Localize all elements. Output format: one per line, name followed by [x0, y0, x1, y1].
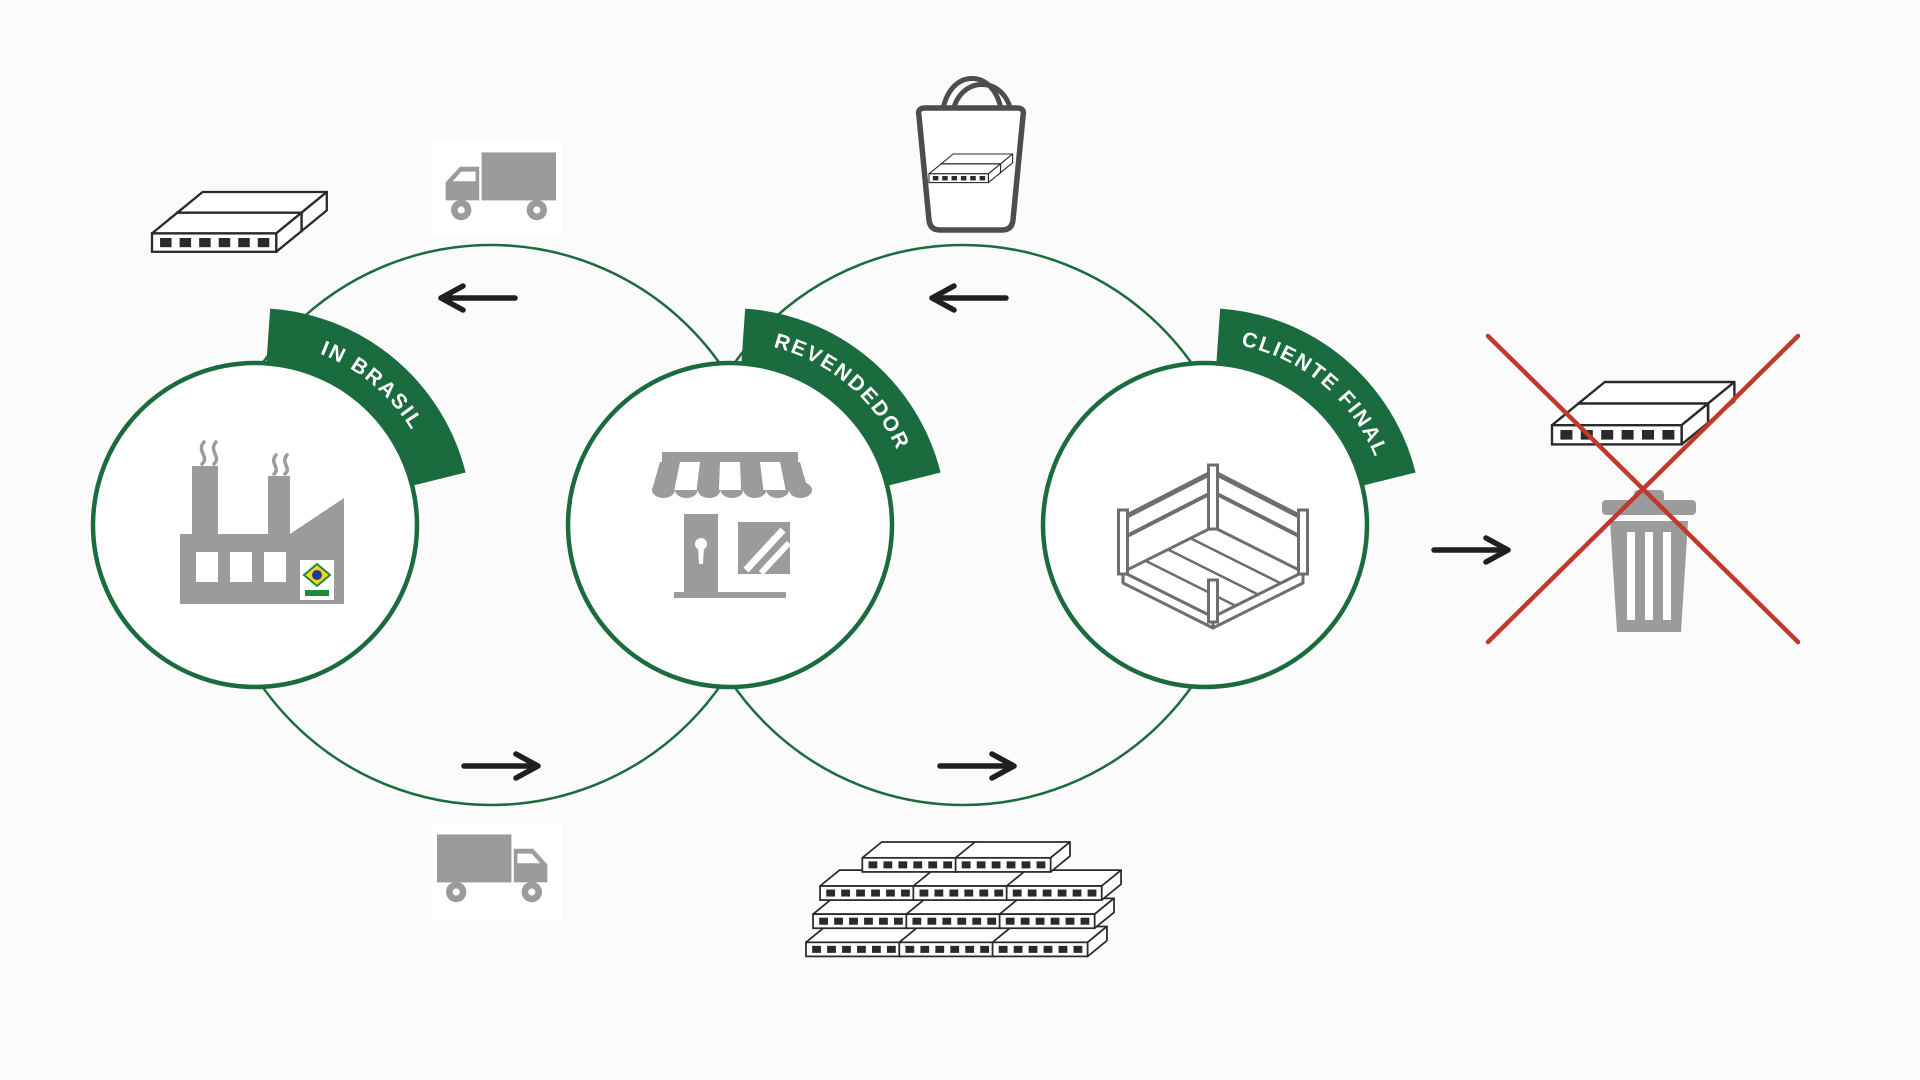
board-stack-icon — [805, 841, 1122, 958]
cycle1-top-arrow-left-icon — [441, 286, 515, 310]
factory-icon — [180, 440, 344, 604]
discarded-boards-icon — [1552, 382, 1734, 444]
brand-badge — [300, 560, 334, 600]
node-manufacturer — [90, 360, 420, 690]
shopping-bag-with-boards-icon — [915, 76, 1027, 233]
trash-bin-icon — [1602, 490, 1696, 632]
node-reseller — [565, 360, 895, 690]
storefront-icon — [652, 452, 812, 598]
decking-boards-icon — [152, 192, 327, 252]
cycle2-top-arrow-left-icon — [932, 286, 1006, 310]
cycle1-bottom-arrow-right-icon — [464, 754, 538, 778]
node-final-customer — [1040, 360, 1370, 690]
pallet-icon — [1117, 463, 1309, 630]
arrow-right-icon — [1434, 538, 1508, 562]
red-cross-icon — [1485, 333, 1801, 645]
cycle2-bottom-arrow-right-icon — [940, 754, 1014, 778]
